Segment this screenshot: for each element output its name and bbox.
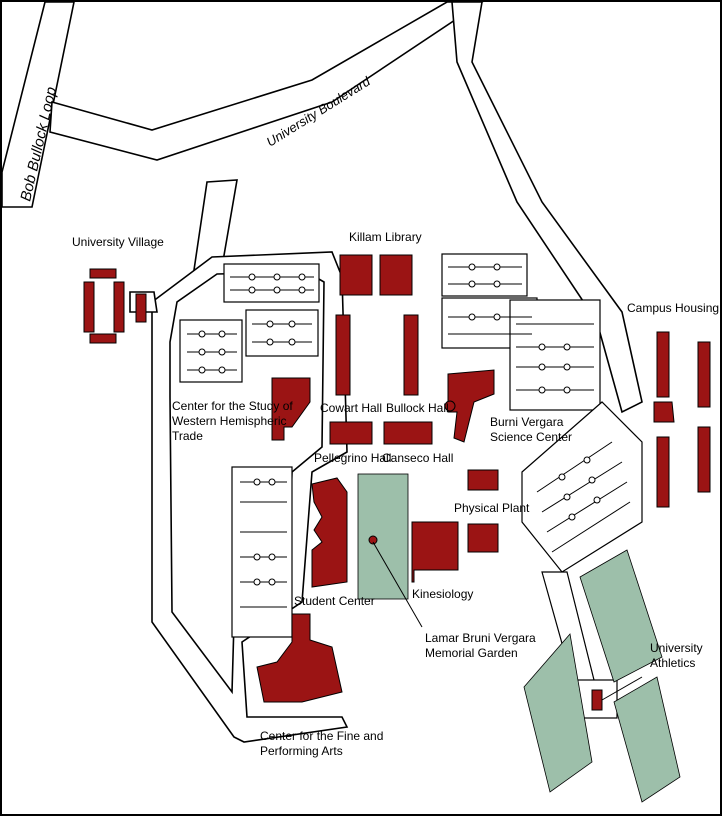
garden-label-1: Lamar Bruni Vergara bbox=[425, 631, 536, 645]
university-village-label: University Village bbox=[72, 235, 164, 249]
kinesiology-building bbox=[411, 521, 459, 583]
parking-stalls bbox=[187, 263, 631, 608]
killam-library-building bbox=[339, 254, 373, 296]
athletics-building bbox=[591, 689, 603, 711]
physical-plant-building bbox=[467, 469, 499, 491]
physical-plant-label: Physical Plant bbox=[454, 501, 530, 515]
killam-library-building-2 bbox=[379, 254, 413, 296]
burni-science-dome bbox=[444, 400, 456, 412]
student-center-building bbox=[311, 477, 348, 588]
fine-arts-building bbox=[256, 613, 343, 703]
garden-label-2: Memorial Garden bbox=[425, 646, 518, 660]
burni-label-1: Burni Vergara bbox=[490, 415, 564, 429]
fine-arts-label-2: Performing Arts bbox=[260, 744, 343, 758]
burni-label-2: Science Center bbox=[490, 430, 572, 444]
buildings bbox=[83, 254, 711, 711]
fine-arts-label-1: Center for the Fine and bbox=[260, 729, 383, 743]
athletics-leader-line bbox=[601, 676, 643, 701]
garden-leader-line bbox=[372, 541, 423, 628]
center-study-label-1: Center for the Study of bbox=[172, 399, 293, 413]
university-boulevard-road bbox=[49, 2, 484, 161]
center-study-label-2: Western Hemispheric bbox=[172, 414, 286, 428]
center-study-building bbox=[271, 377, 311, 441]
bob-bullock-loop-road bbox=[2, 2, 75, 208]
athletics-label-1: University bbox=[650, 641, 703, 655]
killam-library-label: Killam Library bbox=[349, 230, 422, 244]
memorial-garden-green bbox=[357, 473, 409, 600]
kinesiology-label: Kinesiology bbox=[412, 587, 473, 601]
campus-ring-road bbox=[151, 251, 349, 743]
pellegrino-hall-building bbox=[329, 421, 373, 445]
garden-marker-icon bbox=[368, 535, 378, 545]
bullock-hall-label: Bullock Hall bbox=[386, 401, 449, 415]
pellegrino-hall-label: Pellegrino Hall bbox=[314, 451, 391, 465]
center-study-label-3: Trade bbox=[172, 429, 203, 443]
cowart-hall-building bbox=[335, 314, 351, 396]
cowart-hall-label: Cowart Hall bbox=[320, 401, 382, 415]
athletics-fields bbox=[523, 549, 681, 803]
burni-science-building bbox=[447, 369, 495, 443]
bullock-hall-building bbox=[403, 314, 419, 396]
student-center-label: Student Center bbox=[294, 594, 375, 608]
athletics-label-2: Athletics bbox=[650, 656, 695, 670]
campus-housing-label: Campus Housing bbox=[627, 301, 719, 315]
campus-housing-buildings bbox=[653, 331, 711, 508]
physical-plant-building-2 bbox=[467, 523, 499, 553]
university-village-buildings bbox=[83, 268, 147, 344]
canseco-hall-building bbox=[383, 421, 433, 445]
canseco-hall-label: Canseco Hall bbox=[382, 451, 453, 465]
